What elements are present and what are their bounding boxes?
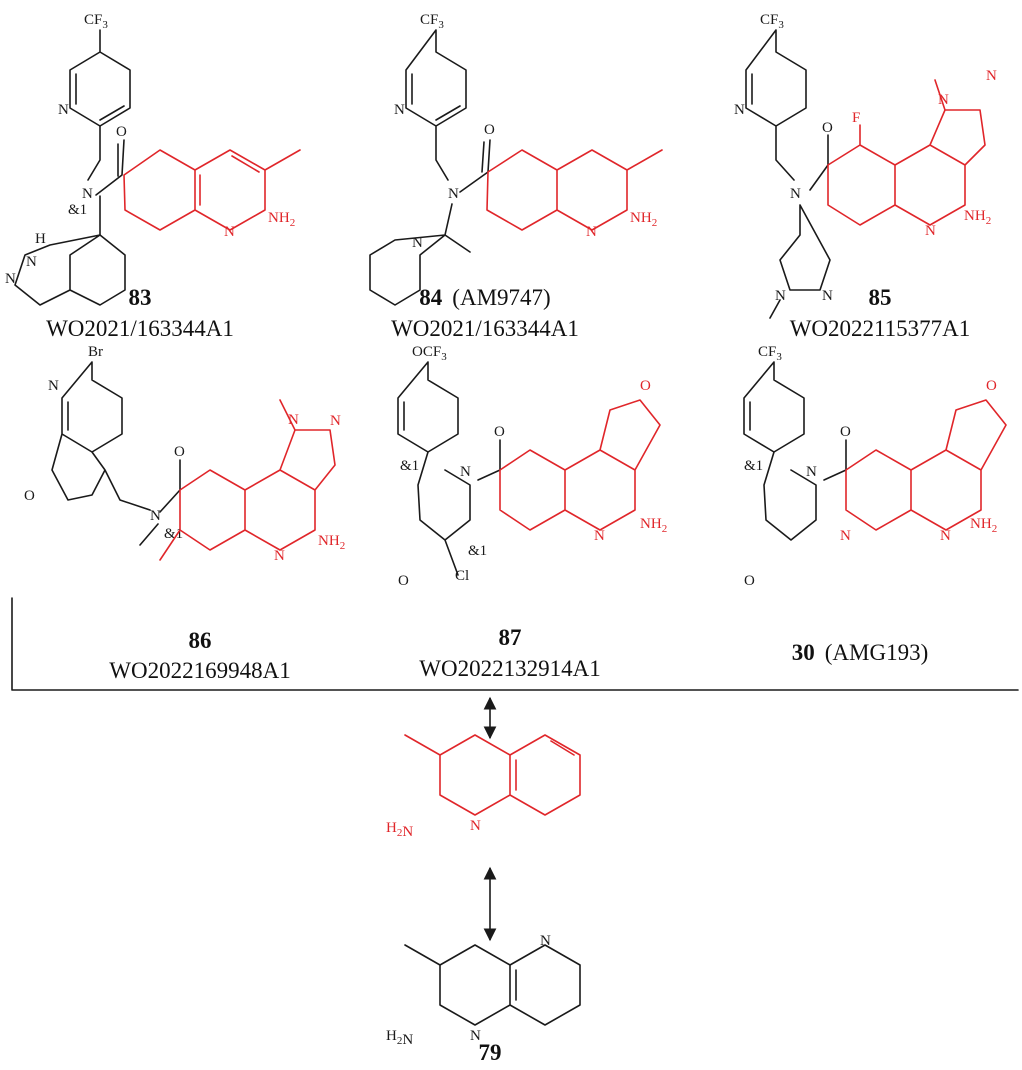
atom-n: N — [806, 464, 817, 480]
atom-h2n: H2N — [386, 820, 413, 840]
atom-o: O — [484, 122, 495, 138]
compound-note: (AM9747) — [452, 285, 550, 310]
atom-h: H — [35, 231, 46, 247]
atom-n: N — [460, 464, 471, 480]
label-87: 87 WO2022132914A1 — [419, 625, 600, 681]
patent-number: WO2022132914A1 — [419, 656, 600, 681]
patent-number: WO2022169948A1 — [109, 658, 290, 683]
atom-nh2: NH2 — [640, 516, 667, 535]
label-83: 83 WO2021/163344A1 — [46, 285, 234, 341]
atom-n: N — [470, 818, 481, 834]
atom-n: N — [734, 102, 745, 118]
compound-number: 79 — [479, 1040, 502, 1065]
atom-n: N — [224, 224, 235, 240]
compound-number: 84 — [419, 285, 443, 310]
atom-o: O — [494, 424, 505, 440]
atom-n: N — [938, 92, 949, 108]
atom-o: O — [744, 573, 755, 589]
structure-85: CF3 N N O N N F N N N NH2 — [734, 12, 997, 319]
atom-n: N — [150, 508, 161, 524]
atom-n: N — [26, 254, 37, 270]
stereo-label: &1 — [744, 458, 763, 474]
atom-br: Br — [88, 344, 103, 360]
atom-nh2: NH2 — [964, 208, 991, 227]
atom-nh2: NH2 — [268, 210, 295, 229]
patent-number: WO2022115377A1 — [790, 316, 971, 341]
structure-87: OCF3 N O Cl &1 &1 O N O NH2 — [397, 344, 667, 589]
compound-number: 30 — [792, 640, 815, 665]
atom-o: O — [398, 573, 409, 589]
atom-o: O — [822, 120, 833, 136]
atom-cl: Cl — [455, 568, 469, 584]
bracket-line — [11, 597, 1019, 691]
atom-n: N — [840, 528, 851, 544]
structure-83: CF3 N N O &1 H N N N NH2 — [5, 12, 301, 306]
compound-number: 86 — [189, 628, 212, 653]
atom-n: N — [5, 271, 16, 287]
label-30: 30 (AMG193) — [792, 640, 929, 665]
atom-n: N — [986, 68, 997, 84]
label-85: 85 WO2022115377A1 — [790, 285, 971, 341]
atom-cf3: CF3 — [84, 12, 108, 31]
structure-30: CF3 N O &1 O N N O NH2 — [743, 344, 1007, 589]
atom-n: N — [822, 288, 833, 304]
compound-number: 83 — [129, 285, 152, 310]
compound-number: 87 — [499, 625, 522, 650]
label-86: 86 WO2022169948A1 — [109, 628, 290, 683]
compound-title: 84 (AM9747) — [419, 285, 550, 310]
stereo-label: &1 — [164, 526, 183, 542]
atom-o: O — [24, 488, 35, 504]
atom-h2n: H2N — [386, 1028, 413, 1048]
atom-o: O — [840, 424, 851, 440]
patent-number: WO2021/163344A1 — [391, 316, 579, 341]
compound-title: 30 (AMG193) — [792, 640, 929, 665]
atom-nh2: NH2 — [970, 516, 997, 535]
atom-n: N — [48, 378, 59, 394]
atom-n: N — [394, 102, 405, 118]
atom-n: N — [58, 102, 69, 118]
patent-number: WO2021/163344A1 — [46, 316, 234, 341]
atom-n: N — [540, 933, 551, 949]
atom-cf3: CF3 — [420, 12, 444, 31]
atom-nh2: NH2 — [630, 210, 657, 229]
atom-n: N — [586, 224, 597, 240]
atom-o: O — [116, 124, 127, 140]
atom-n: N — [790, 186, 801, 202]
stereo-label: &1 — [468, 543, 487, 559]
atom-n: N — [274, 548, 285, 564]
atom-o: O — [174, 444, 185, 460]
structure-aminoquinoline-scaffold: N H2N — [386, 734, 581, 840]
atom-n: N — [448, 186, 459, 202]
atom-n: N — [940, 528, 951, 544]
structure-84: CF3 N N O N N NH2 — [369, 12, 663, 306]
atom-n: N — [594, 528, 605, 544]
structure-86: Br N O N O &1 N N N NH2 — [24, 344, 345, 564]
stereo-label: &1 — [400, 458, 419, 474]
atom-o: O — [640, 378, 651, 394]
label-79: 79 — [479, 1040, 502, 1065]
atom-n: N — [925, 223, 936, 239]
atom-ocf3: OCF3 — [412, 344, 447, 363]
atom-n: N — [330, 413, 341, 429]
compound-note: (AMG193) — [825, 640, 929, 665]
compound-number: 85 — [869, 285, 892, 310]
atom-f: F — [852, 110, 860, 126]
structure-79: N N H2N — [386, 933, 581, 1048]
atom-cf3: CF3 — [758, 344, 782, 363]
atom-n: N — [82, 186, 93, 202]
atom-nh2: NH2 — [318, 533, 345, 552]
atom-n: N — [412, 235, 423, 251]
stereo-label: &1 — [68, 202, 87, 218]
atom-n: N — [288, 412, 299, 428]
atom-o: O — [986, 378, 997, 394]
atom-n: N — [775, 288, 786, 304]
atom-cf3: CF3 — [760, 12, 784, 31]
atom-n: N — [470, 1028, 481, 1044]
label-84: 84 (AM9747) WO2021/163344A1 — [391, 285, 579, 341]
